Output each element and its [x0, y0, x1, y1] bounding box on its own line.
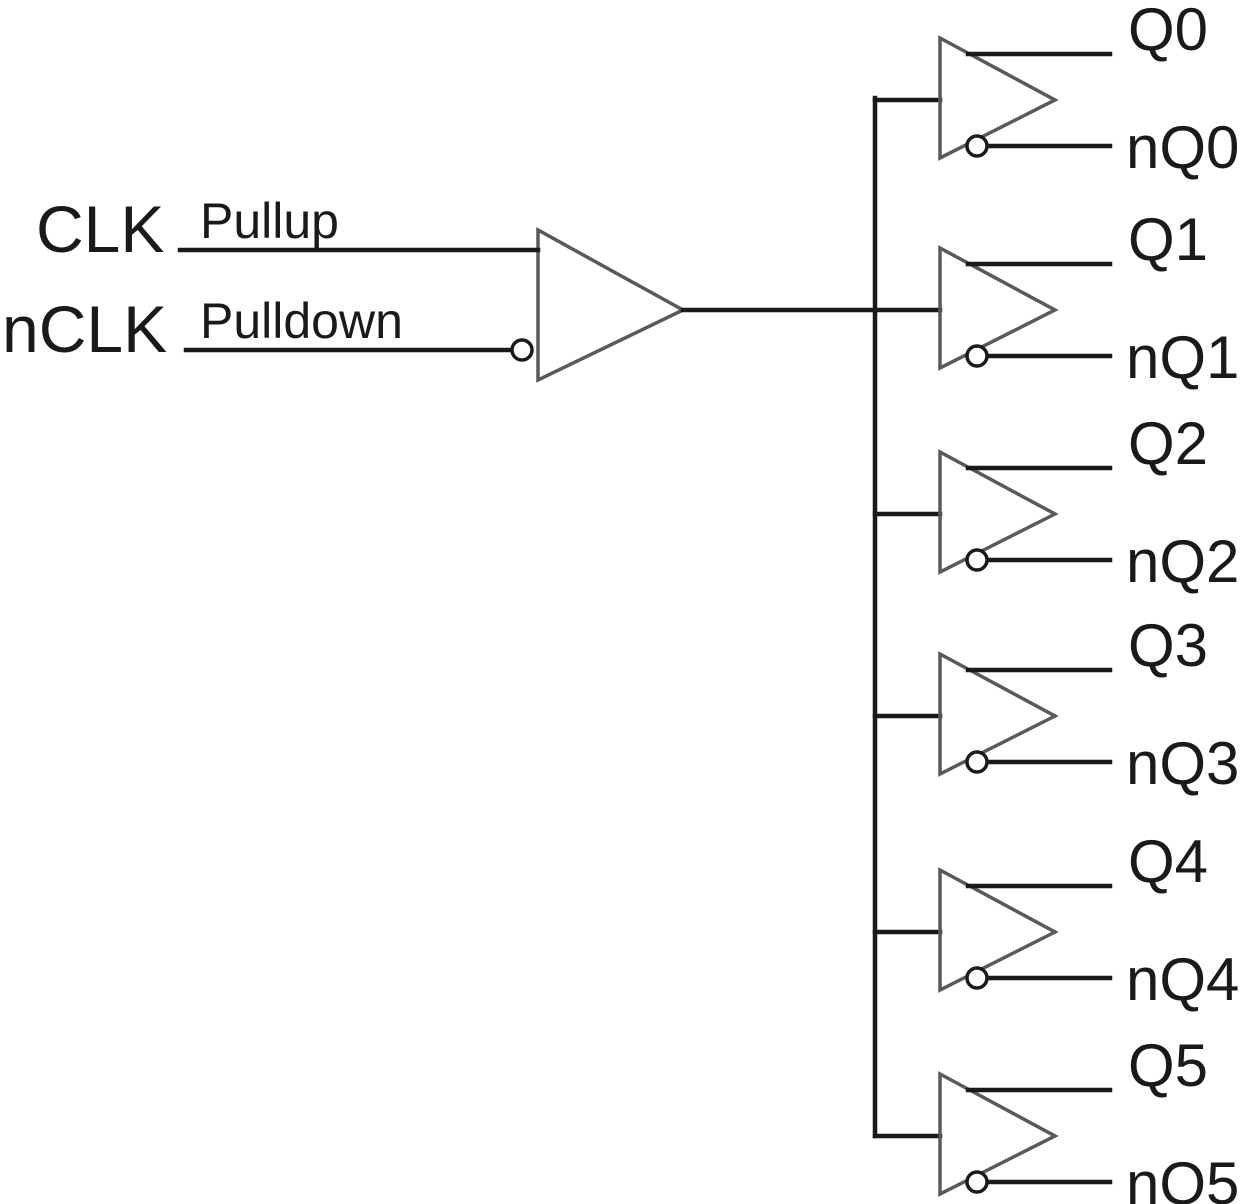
output-stage-2: Q2 nQ2 [872, 410, 1239, 595]
clk-label: CLK [36, 192, 164, 266]
stage-5-q-label: Q5 [1128, 1032, 1208, 1099]
clk-pullup-label: Pullup [200, 193, 339, 249]
stage-0-q-label: Q0 [1128, 0, 1208, 63]
stage-4-q-label: Q4 [1128, 828, 1208, 895]
stage-4-inversion-bubble [965, 966, 989, 990]
stage-2-nq-label: nQ2 [1126, 528, 1239, 595]
stage-0-inversion-bubble [965, 134, 989, 158]
input-buffer-triangle [536, 227, 687, 383]
nclk-pulldown-label: Pulldown [200, 293, 403, 349]
stage-5-nq-label: nQ5 [1126, 1150, 1239, 1204]
output-stage-0: Q0 nQ0 [872, 0, 1239, 181]
stage-3-nq-label: nQ3 [1126, 730, 1239, 797]
output-stage-3: Q3 nQ3 [872, 612, 1239, 797]
stage-1-nq-label: nQ1 [1126, 324, 1239, 391]
stage-3-q-label: Q3 [1128, 612, 1208, 679]
stage-1-q-label: Q1 [1128, 206, 1208, 273]
stage-2-inversion-bubble [965, 548, 989, 572]
output-stage-4: Q4 nQ4 [872, 828, 1239, 1013]
input-buffer [177, 227, 687, 383]
stage-0-buffer-triangle [938, 35, 1059, 161]
stage-4-nq-label: nQ4 [1126, 946, 1239, 1013]
stage-2-q-label: Q2 [1128, 410, 1208, 477]
stage-1-inversion-bubble [965, 344, 989, 368]
output-stage-1: Q1 nQ1 [872, 206, 1239, 391]
stage-5-buffer-triangle [938, 1071, 1059, 1197]
nclk-inversion-bubble [510, 338, 534, 362]
stage-0-nq-label: nQ0 [1126, 114, 1239, 181]
stage-3-buffer-triangle [938, 651, 1059, 777]
stage-4-buffer-triangle [938, 867, 1059, 993]
nclk-label: nCLK [2, 292, 167, 366]
stage-1-buffer-triangle [938, 245, 1059, 371]
stage-5-inversion-bubble [965, 1170, 989, 1194]
stage-3-inversion-bubble [965, 750, 989, 774]
stage-2-buffer-triangle [938, 449, 1059, 575]
output-stage-5: Q5 nQ5 [872, 1032, 1239, 1204]
